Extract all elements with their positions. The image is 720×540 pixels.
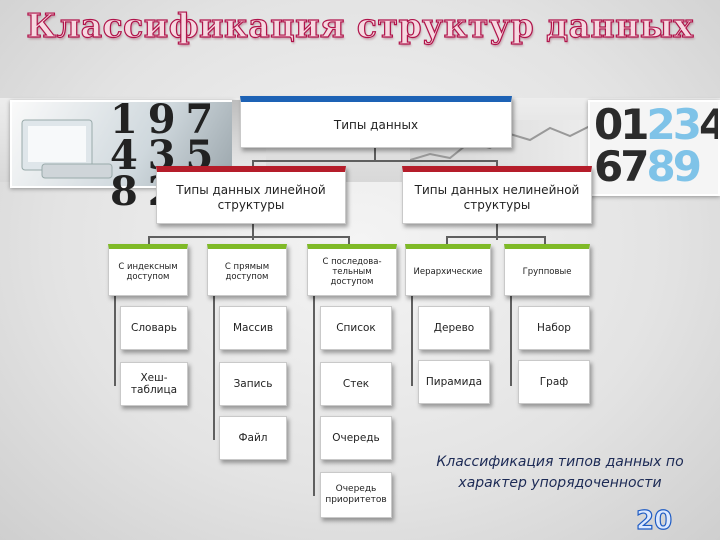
node-sequential-access: С последова- тельным доступом — [307, 244, 397, 296]
leaf-list: Список — [320, 306, 392, 350]
caption: Классификация типов данных по характер у… — [436, 454, 684, 491]
connector — [496, 160, 498, 168]
connector — [446, 236, 448, 244]
leaf-record: Запись — [219, 362, 287, 406]
leaf-hash-table: Хеш-таблица — [120, 362, 188, 406]
leaf-tree: Дерево — [418, 306, 490, 350]
connector — [544, 236, 546, 244]
leaf-set: Набор — [518, 306, 590, 350]
slide-title: Классификация структур данных — [26, 5, 694, 45]
node-group: Групповые — [504, 244, 590, 296]
connector — [446, 236, 546, 238]
connector — [114, 296, 116, 386]
node-nonlinear-types: Типы данных нелинейной структуры — [402, 166, 592, 224]
connector — [411, 296, 413, 386]
connector — [252, 160, 498, 162]
connector — [213, 296, 215, 440]
connector — [252, 160, 254, 168]
connector — [148, 236, 350, 238]
node-hierarchical: Иерархические — [405, 244, 491, 296]
leaf-queue: Очередь — [320, 416, 392, 460]
leaf-graph: Граф — [518, 360, 590, 404]
decor-digits-row2: 6789 — [594, 142, 702, 191]
leaf-stack: Стек — [320, 362, 392, 406]
connector — [496, 224, 498, 240]
page-number: 20 — [635, 505, 673, 536]
laptop-icon — [21, 119, 113, 179]
leaf-file: Файл — [219, 416, 287, 460]
connector — [510, 296, 512, 386]
node-indexed-access: С индексным доступом — [108, 244, 188, 296]
connector — [252, 224, 254, 240]
decor-digits-row1: 01234 — [594, 100, 718, 149]
node-linear-types: Типы данных линейной структуры — [156, 166, 346, 224]
connector — [313, 296, 315, 496]
leaf-dictionary: Словарь — [120, 306, 188, 350]
leaf-priority-queue: Очередь приоритетов — [320, 472, 392, 518]
leaf-array: Массив — [219, 306, 287, 350]
node-data-types: Типы данных — [240, 96, 512, 148]
computer-photo — [10, 100, 234, 188]
connector — [374, 148, 376, 162]
leaf-heap: Пирамида — [418, 360, 490, 404]
node-direct-access: С прямым доступом — [207, 244, 287, 296]
connector — [148, 236, 150, 244]
connector — [348, 236, 350, 244]
digits-photo: 01234 6789 — [588, 100, 720, 196]
